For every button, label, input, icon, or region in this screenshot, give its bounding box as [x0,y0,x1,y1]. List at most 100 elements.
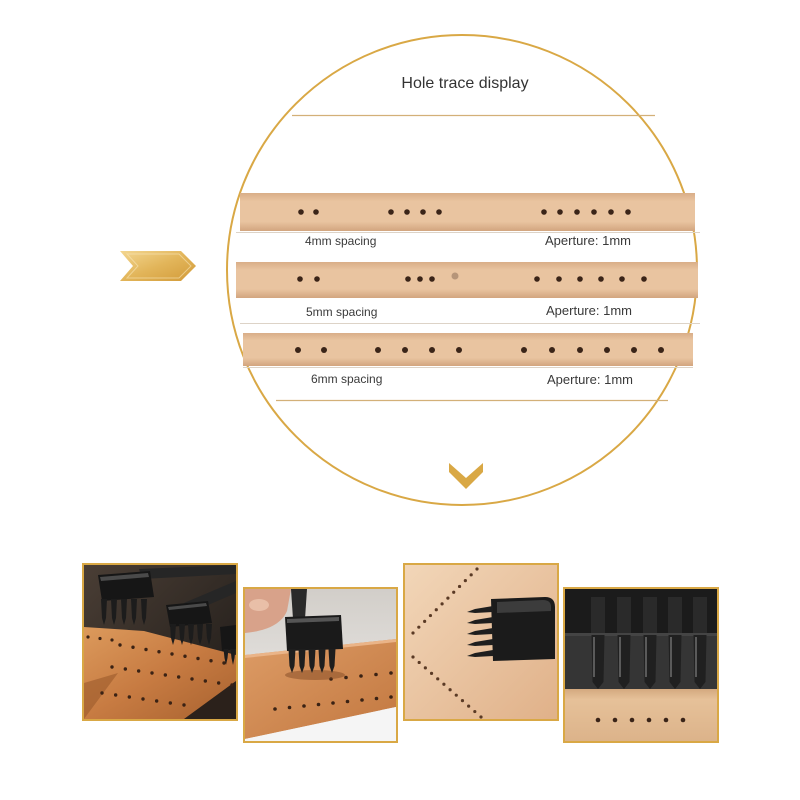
hole [534,276,540,282]
hole [359,674,363,678]
hole [287,705,292,710]
hole [163,673,168,677]
hole [302,704,306,708]
right-arrow-icon [120,251,196,281]
hole [404,209,410,215]
hole [203,679,208,683]
chevron-down-icon [449,463,483,489]
hole [595,717,601,723]
punch-prong [467,606,493,613]
hole [331,701,335,705]
hole [313,209,319,215]
punch-prong [230,649,236,665]
hole [556,276,562,282]
product-photo-1 [82,563,238,721]
hole-row [595,717,686,723]
stitch-hole [446,596,450,600]
product-photo-3 [403,563,559,721]
punch-prong [467,617,493,624]
punch-tool [220,625,236,665]
hole-rows [273,671,393,711]
hole [429,276,435,282]
hole [658,347,664,353]
hole [619,276,625,282]
product-photo-4 [563,587,719,743]
hole [436,209,442,215]
hole [577,276,583,282]
hole [86,635,90,639]
product-photo-2 [243,587,398,743]
punch-prong [223,649,229,665]
punch-column [617,597,631,633]
leather-strip [245,639,396,739]
punch-prong [206,624,212,645]
hole [641,276,647,282]
hole [110,665,114,669]
leather-piece [565,689,717,741]
hole [98,636,102,641]
hole [321,347,327,353]
hole [629,717,635,723]
hole [389,695,393,699]
hole-group [297,272,647,282]
hole [314,276,320,282]
strip-row-4mm: 4mm spacing Aperture: 1mm [236,193,700,248]
punch-prong [170,624,176,645]
prong-highlight [619,637,621,677]
hole [157,650,161,654]
hole [127,695,132,699]
hole [298,209,304,215]
hole [625,209,631,215]
punch-column [668,597,682,633]
stitch-hole [452,590,456,594]
hole [297,276,303,282]
hole [230,683,234,687]
spacing-label: 6mm spacing [311,372,382,386]
stitch-hole [434,608,438,612]
hole [113,693,118,697]
stitch-hole [457,584,462,589]
stitch-hole [436,677,440,681]
punch-tool [467,597,555,661]
leather-shadow [84,673,118,719]
hole [196,656,200,661]
aperture-label: Aperture: 1mm [547,372,633,387]
dark-corner [184,681,236,719]
hole [375,347,381,353]
hole [402,347,408,353]
stitch-hole [411,631,415,635]
punch-tool [166,581,236,645]
prong-highlight [593,637,595,677]
stitch-pattern-image [405,565,557,719]
white-surface [245,707,396,741]
stitch-hole [448,688,452,692]
hole [131,645,135,649]
smudge-mark [451,272,459,280]
hole [168,701,173,705]
hole [405,276,411,282]
punch-prong [197,624,203,645]
hole [209,659,213,663]
hole [316,702,321,707]
leather-piece [84,627,236,719]
aperture-label: Aperture: 1mm [545,233,631,248]
hole [549,347,555,353]
hole [360,698,364,702]
stitch-hole [454,693,458,697]
hole [144,647,148,652]
hole [141,697,145,701]
spacing-label: 5mm spacing [306,305,377,319]
stitch-hole [460,699,465,703]
hole [110,638,114,642]
punch-set-image [84,565,236,719]
prong-highlight [670,637,672,677]
punch-prong [328,649,336,673]
punch-prong [467,650,493,657]
stitch-hole [475,567,479,571]
hole [118,643,122,647]
aperture-label: Aperture: 1mm [546,303,632,318]
strip-row-5mm: 5mm spacing Aperture: 1mm [236,262,700,324]
hole [374,696,379,701]
punch-prong [467,639,493,646]
